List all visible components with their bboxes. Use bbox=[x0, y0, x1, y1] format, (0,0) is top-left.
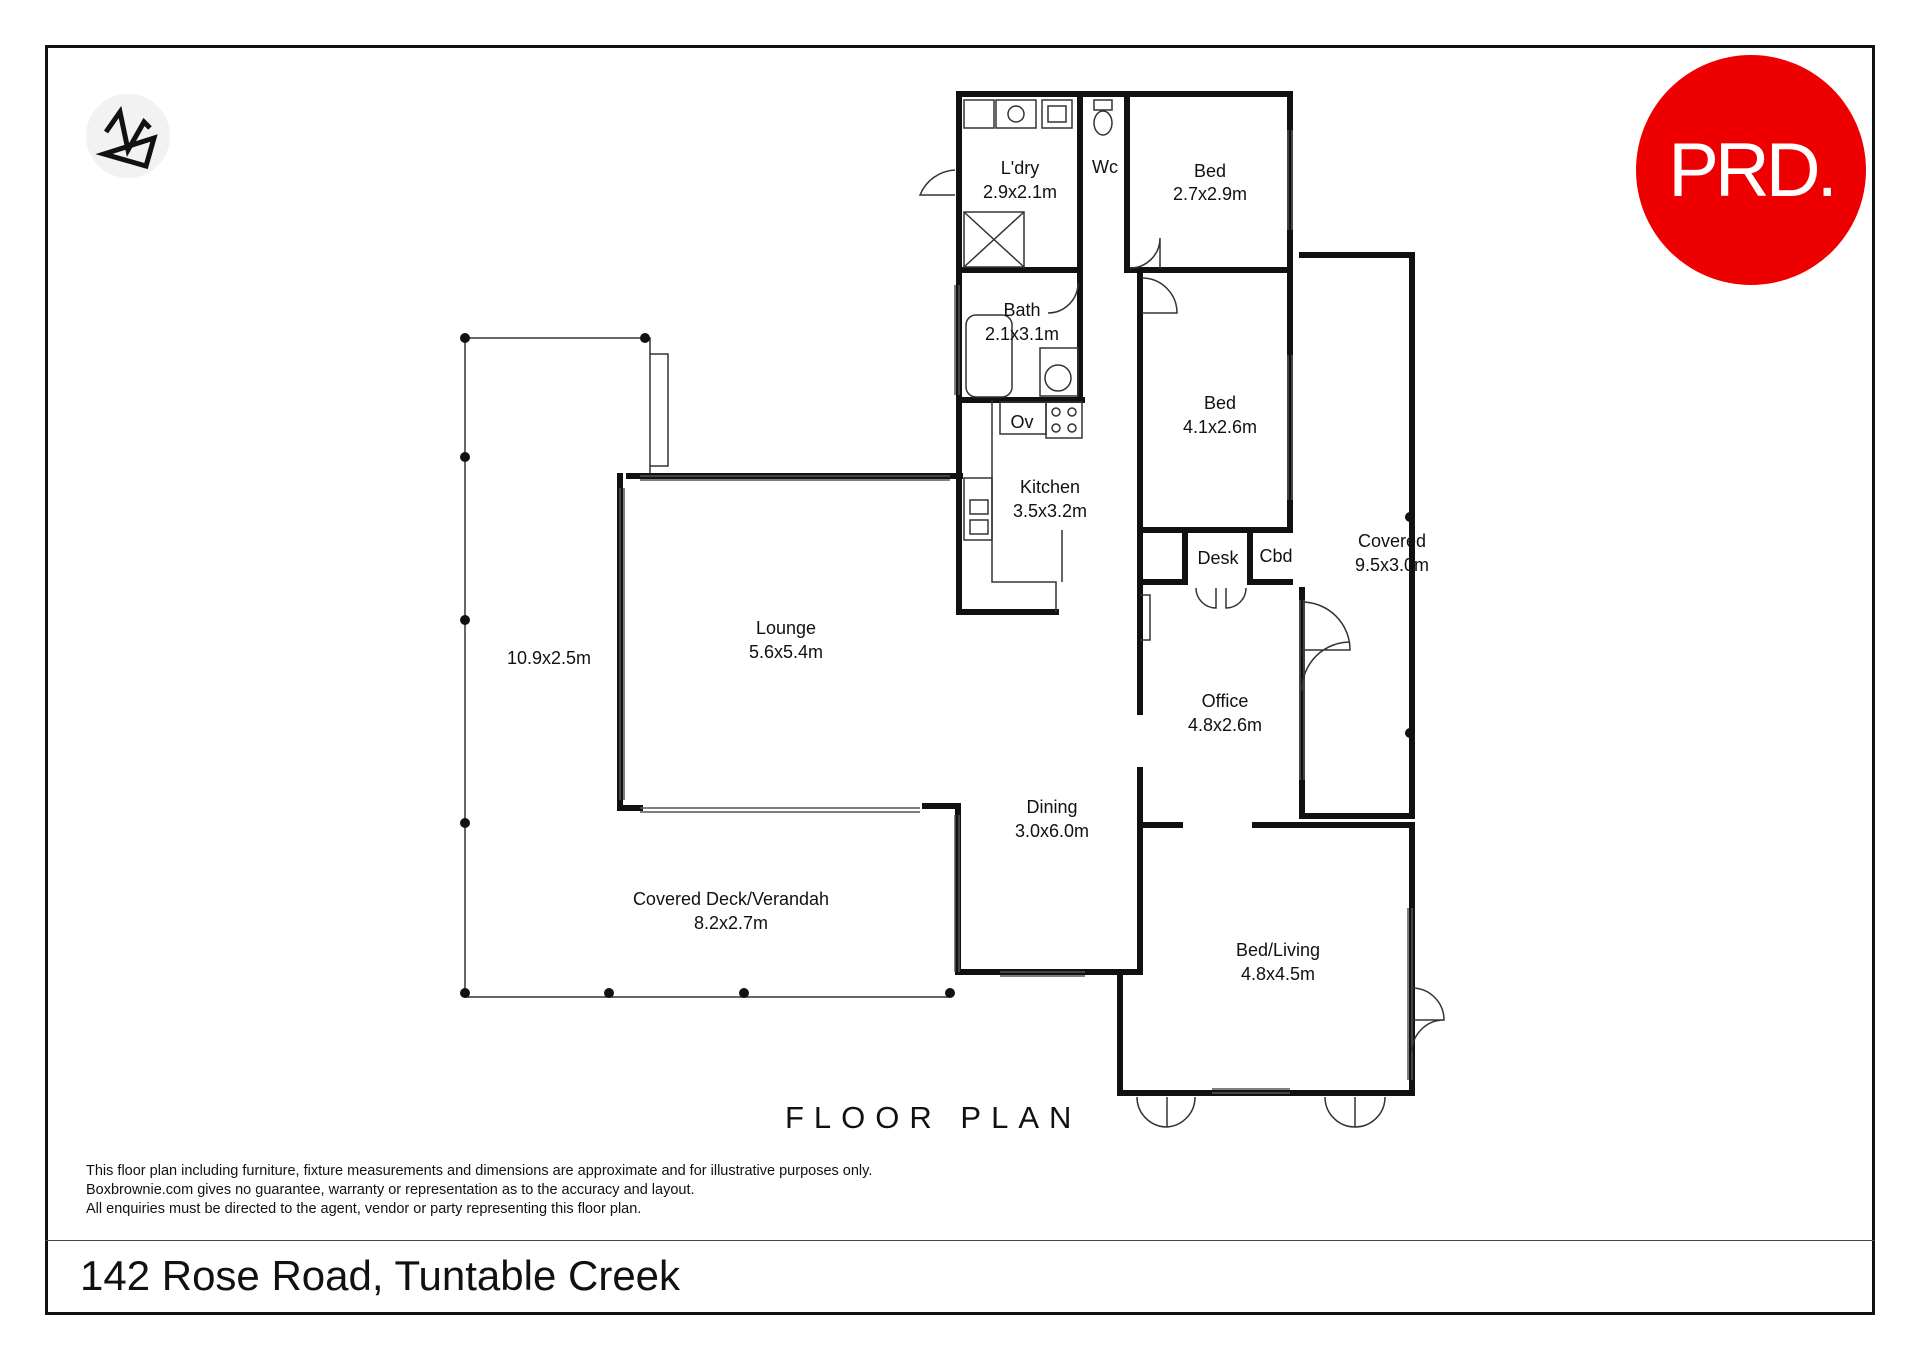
room-name-oven: Ov bbox=[1010, 412, 1033, 432]
room-name-kitchen: Kitchen bbox=[1020, 477, 1080, 497]
logo-text: PRD. bbox=[1668, 127, 1838, 213]
veranda-posts bbox=[460, 333, 1415, 998]
room-name-office: Office bbox=[1202, 691, 1249, 711]
room-name-bed2: Bed bbox=[1204, 393, 1236, 413]
room-name-cbd: Cbd bbox=[1259, 546, 1292, 566]
north-arrow-icon bbox=[86, 94, 170, 178]
room-name-bed1: Bed bbox=[1194, 161, 1226, 181]
room-name-wc: Wc bbox=[1092, 157, 1118, 177]
room-name-covered: Covered bbox=[1358, 531, 1426, 551]
room-name-bed-living: Bed/Living bbox=[1236, 940, 1320, 960]
room-name-lounge: Lounge bbox=[756, 618, 816, 638]
room-name-verandah: Covered Deck/Verandah bbox=[633, 889, 829, 909]
page-frame bbox=[45, 45, 1875, 1315]
room-size-bed1: 2.7x2.9m bbox=[1173, 184, 1247, 204]
property-address: 142 Rose Road, Tuntable Creek bbox=[80, 1252, 681, 1299]
disclaimer-line: Boxbrownie.com gives no guarantee, warra… bbox=[86, 1182, 695, 1198]
room-size-bed-living: 4.8x4.5m bbox=[1241, 964, 1315, 984]
room-name-desk: Desk bbox=[1197, 548, 1239, 568]
room-size-kitchen: 3.5x3.2m bbox=[1013, 501, 1087, 521]
room-name-bath: Bath bbox=[1003, 300, 1040, 320]
room-labels: L'dry 2.9x2.1m Wc Bed 2.7x2.9m Bath 2.1x… bbox=[507, 157, 1429, 984]
room-size-lounge: 5.6x5.4m bbox=[749, 642, 823, 662]
room-name-laundry: L'dry bbox=[1001, 158, 1039, 178]
disclaimer-line: This floor plan including furniture, fix… bbox=[86, 1163, 873, 1179]
disclaimer-line: All enquiries must be directed to the ag… bbox=[86, 1201, 642, 1217]
room-size-bed2: 4.1x2.6m bbox=[1183, 417, 1257, 437]
room-size-deck-side: 10.9x2.5m bbox=[507, 648, 591, 668]
room-name-dining: Dining bbox=[1026, 797, 1077, 817]
prd-logo: PRD. bbox=[1636, 55, 1866, 285]
windows bbox=[619, 130, 1413, 1094]
footer-divider bbox=[45, 1240, 1875, 1241]
room-size-verandah: 8.2x2.7m bbox=[694, 913, 768, 933]
fixtures bbox=[963, 99, 1113, 612]
plan-title: FLOOR PLAN bbox=[785, 1100, 1082, 1135]
room-size-dining: 3.0x6.0m bbox=[1015, 821, 1089, 841]
room-size-bath: 2.1x3.1m bbox=[985, 324, 1059, 344]
doors bbox=[918, 169, 1445, 1128]
disclaimer: This floor plan including furniture, fix… bbox=[86, 1162, 872, 1219]
room-size-office: 4.8x2.6m bbox=[1188, 715, 1262, 735]
room-size-laundry: 2.9x2.1m bbox=[983, 182, 1057, 202]
room-size-covered: 9.5x3.0m bbox=[1355, 555, 1429, 575]
